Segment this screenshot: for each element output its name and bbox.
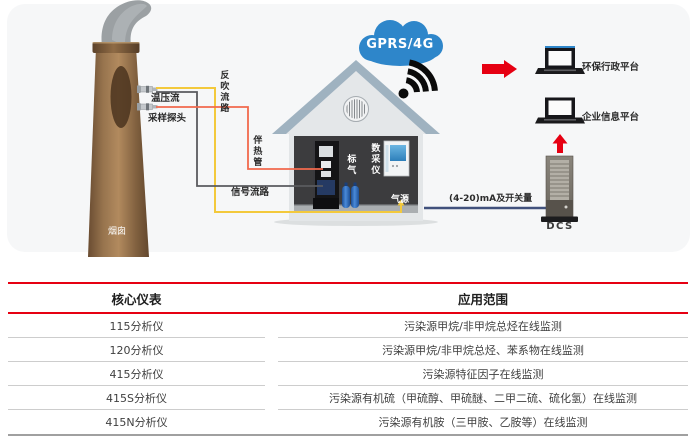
laptop-enterprise-platform-icon xyxy=(535,97,585,124)
blowback-path-label: 反吹流路 xyxy=(218,70,229,114)
sampling-probe-label: 采样探头 xyxy=(148,113,187,124)
heated-line xyxy=(156,106,323,170)
gas-source-label: 气源 xyxy=(391,195,410,205)
dcs-label: DCS xyxy=(546,221,574,232)
pipe-lines xyxy=(156,87,547,213)
application-cell: 污染源有机硫（甲硫醇、甲硫醚、二甲二硫、硫化氢）在线监测 xyxy=(278,386,688,410)
env-admin-platform-label: 环保行政平台 xyxy=(582,62,640,73)
spec-table-body: 115分析仪 污染源甲烷/非甲烷总烃在线监测 120分析仪 污染源甲烷/非甲烷总… xyxy=(8,314,688,434)
header-core-instrument: 核心仪表 xyxy=(111,291,162,307)
blowback-line xyxy=(156,87,402,213)
signal-path-label: 信号流路 xyxy=(231,187,270,198)
application-cell: 污染源有机胺（三甲胺、乙胺等）在线监测 xyxy=(378,416,588,429)
enterprise-info-platform-label: 企业信息平台 xyxy=(582,112,640,123)
column-gap xyxy=(265,314,278,338)
temp-pressure-flow-label: 温压流 xyxy=(151,93,180,104)
table-row: 415S分析仪 污染源有机硫（甲硫醇、甲硫醚、二甲二硫、硫化氢）在线监测 xyxy=(8,386,688,410)
instrument-cell: 415S分析仪 xyxy=(8,386,265,410)
temp-pressure-probe-icon xyxy=(137,103,158,111)
gprs-cloud-label: GPRS/4G xyxy=(366,37,434,52)
table-row: 115分析仪 污染源甲烷/非甲烷总烃在线监测 xyxy=(8,314,688,338)
data-collector-icon xyxy=(383,140,410,177)
dcs-tower-icon xyxy=(541,155,578,222)
column-gap xyxy=(265,362,278,386)
data-collector-label: 数采仪 xyxy=(369,143,380,176)
system-diagram xyxy=(88,0,585,257)
header-application-range: 应用范围 xyxy=(457,291,508,307)
table-row: 415N分析仪 污染源有机胺（三甲胺、乙胺等）在线监测 xyxy=(8,410,688,434)
arrow-right-icon xyxy=(482,60,517,78)
chimney xyxy=(88,42,149,257)
gas-cylinders-icon xyxy=(342,182,359,208)
application-cell: 污染源特征因子在线监测 xyxy=(278,362,688,386)
sampling-probe-icon xyxy=(137,85,158,93)
laptop-env-platform-icon xyxy=(535,46,585,74)
arrow-up-icon xyxy=(552,134,568,153)
chimney-label: 烟囱 xyxy=(108,227,127,237)
application-cell: 污染源甲烷/非甲烷总烃在线监测 xyxy=(278,314,688,338)
gprs-cloud-icon xyxy=(359,20,443,66)
instrument-cell: 415N分析仪 xyxy=(105,416,168,429)
standard-gas-label: 标气 xyxy=(345,154,356,176)
application-cell: 污染源甲烷/非甲烷总烃、苯系物在线监测 xyxy=(278,338,688,362)
column-gap xyxy=(265,386,278,410)
signal-line xyxy=(156,91,323,187)
spec-table: 核心仪表 应用范围 115分析仪 污染源甲烷/非甲烷总烃在线监测 120分析仪 … xyxy=(8,282,688,436)
analyzer-cabinet-icon xyxy=(313,141,339,209)
wifi-signal-icon xyxy=(398,59,438,99)
heated-line-label: 伴热管 xyxy=(251,135,262,168)
spec-table-header: 核心仪表 应用范围 xyxy=(8,282,688,314)
table-row: 415分析仪 污染源特征因子在线监测 xyxy=(8,362,688,386)
column-gap xyxy=(265,338,278,362)
smoke-plume xyxy=(101,0,152,48)
analog-signal-label: (4-20)mA及开关量 xyxy=(449,194,533,204)
blowback-arrowhead xyxy=(397,199,405,206)
gable-vent-icon xyxy=(343,96,369,122)
column-gap xyxy=(265,410,278,434)
table-row: 120分析仪 污染源甲烷/非甲烷总烃、苯系物在线监测 xyxy=(8,338,688,362)
instrument-cell: 115分析仪 xyxy=(8,314,265,338)
instrument-cell: 120分析仪 xyxy=(8,338,265,362)
instrument-cell: 415分析仪 xyxy=(8,362,265,386)
